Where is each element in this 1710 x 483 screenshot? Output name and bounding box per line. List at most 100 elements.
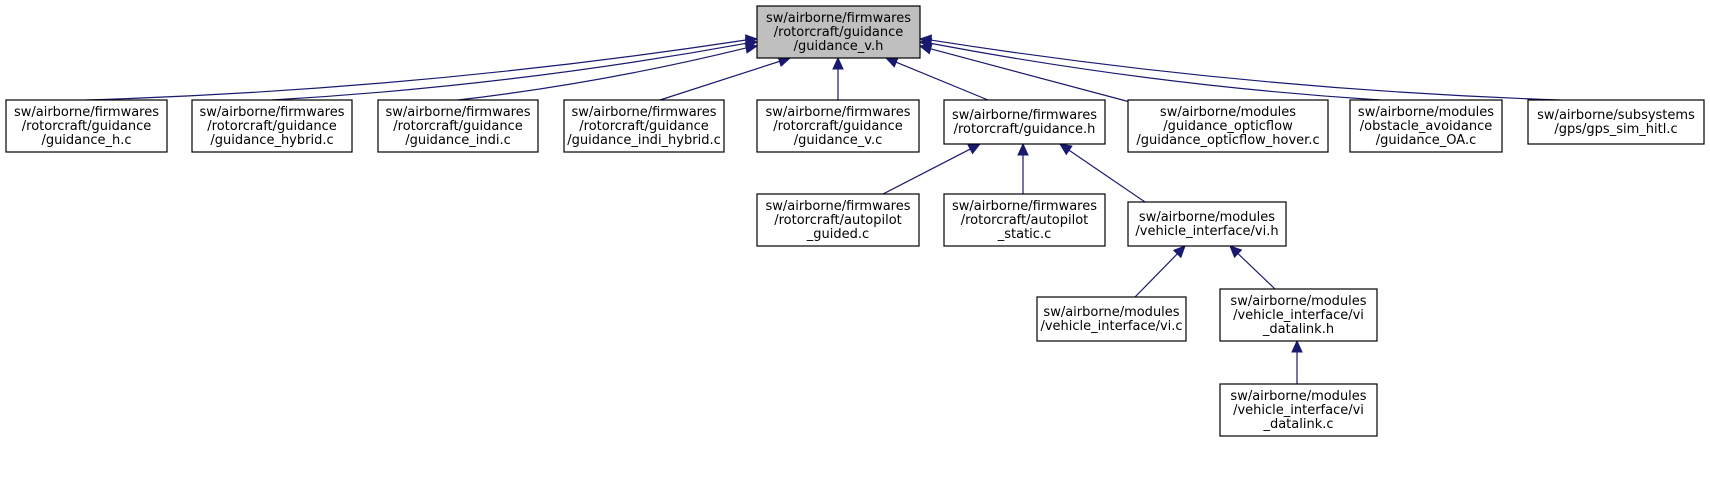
file-node-label-line: /guidance_v.h [794, 39, 884, 54]
file-node-n4[interactable]: sw/airborne/firmwares/rotorcraft/guidanc… [563, 99, 725, 153]
file-node-n11[interactable]: sw/airborne/firmwares/rotorcraft/autopil… [943, 193, 1106, 247]
file-node-label-line: sw/airborne/modules [1139, 210, 1275, 225]
file-node-label-line: sw/airborne/firmwares [952, 108, 1097, 123]
file-node-n13[interactable]: sw/airborne/modules/vehicle_interface/vi… [1036, 296, 1187, 342]
edge-n7-to-root [918, 43, 1131, 103]
edge-n9-to-root [918, 34, 1561, 101]
edge-n12-to-n6 [1059, 143, 1146, 203]
file-node-label-line: sw/airborne/modules [1230, 294, 1366, 309]
file-node-n15[interactable]: sw/airborne/modules/vehicle_interface/vi… [1219, 383, 1378, 437]
file-node-n14[interactable]: sw/airborne/modules/vehicle_interface/vi… [1219, 288, 1378, 342]
arrowhead [1172, 245, 1186, 259]
arrowhead [832, 56, 844, 70]
file-node-box [1349, 99, 1503, 153]
edge-n13-to-n12 [1134, 245, 1186, 298]
file-node-label-line: sw/airborne/firmwares [952, 199, 1097, 214]
file-node-label-line: /obstacle_avoidance [1360, 119, 1493, 134]
edge-line [930, 48, 1131, 103]
file-node-label-line: /vehicle_interface/vi [1233, 308, 1364, 323]
edge-line [930, 42, 1381, 101]
file-node-n10[interactable]: sw/airborne/firmwares/rotorcraft/autopil… [756, 193, 920, 247]
arrowhead [1059, 143, 1073, 156]
edge-line [271, 42, 747, 101]
file-node-label-line: /gps/gps_sim_hitl.c [1554, 122, 1677, 137]
file-node-label-line: /rotorcraft/guidance.h [954, 122, 1096, 137]
file-node-label-line: /vehicle_interface/vi.h [1135, 224, 1278, 239]
file-node-label-line: /rotorcraft/guidance [774, 25, 904, 40]
edge-n3-to-root [457, 42, 759, 101]
nodes-layer: sw/airborne/firmwares/rotorcraft/guidanc… [5, 5, 1705, 437]
file-node-label-line: /guidance_h.c [41, 133, 131, 148]
file-node-n3[interactable]: sw/airborne/firmwares/rotorcraft/guidanc… [377, 99, 539, 153]
file-node-box [1219, 383, 1378, 437]
file-node-label-line: sw/airborne/firmwares [766, 11, 911, 26]
file-node-label-line: /rotorcraft/guidance [207, 119, 337, 134]
file-node-box [756, 5, 921, 59]
file-node-label-line: _guided.c [806, 227, 869, 242]
file-node-box [1127, 99, 1329, 153]
edge-line [659, 60, 780, 101]
edge-line [85, 39, 747, 101]
file-node-n7[interactable]: sw/airborne/modules/guidance_opticflow/g… [1127, 99, 1329, 153]
file-node-box [756, 99, 920, 153]
file-node-label-line: sw/airborne/firmwares [14, 105, 159, 120]
file-node-n6[interactable]: sw/airborne/firmwares/rotorcraft/guidanc… [943, 99, 1106, 145]
file-node-label-line: sw/airborne/firmwares [765, 199, 910, 214]
file-node-label-line: /vehicle_interface/vi.c [1040, 319, 1182, 334]
edge-n6-to-root [884, 57, 989, 101]
edge-n15-to-n14 [1291, 339, 1303, 384]
file-node-n2[interactable]: sw/airborne/firmwares/rotorcraft/guidanc… [191, 99, 353, 153]
file-node-label-line: /guidance_hybrid.c [210, 133, 333, 148]
file-node-label-line: _datalink.c [1262, 417, 1333, 432]
edge-line [930, 39, 1561, 101]
arrowhead [967, 143, 982, 155]
file-node-box [1527, 99, 1705, 145]
file-node-n5[interactable]: sw/airborne/firmwares/rotorcraft/guidanc… [756, 99, 920, 153]
arrowhead [1229, 245, 1243, 259]
file-node-label-line: /rotorcraft/guidance [22, 119, 152, 134]
edge-line [895, 61, 989, 101]
file-node-box [191, 99, 353, 153]
file-node-n12[interactable]: sw/airborne/modules/vehicle_interface/vi… [1127, 201, 1287, 247]
file-node-label-line: /guidance_OA.c [1376, 133, 1477, 148]
file-node-label-line: /rotorcraft/autopilot [774, 213, 902, 228]
arrowhead [1291, 339, 1303, 353]
file-node-label-line: /guidance_v.c [794, 133, 883, 148]
file-node-root[interactable]: sw/airborne/firmwares/rotorcraft/guidanc… [756, 5, 921, 59]
edge-line [457, 47, 747, 101]
edge-n14-to-n12 [1229, 245, 1276, 290]
file-node-label-line: sw/airborne/firmwares [199, 105, 344, 120]
file-node-label-line: /guidance_indi.c [405, 133, 511, 148]
edge-line [1237, 253, 1276, 290]
file-node-box [563, 99, 725, 153]
file-node-box [943, 193, 1106, 247]
file-node-box [1127, 201, 1287, 247]
edge-n2-to-root [271, 37, 759, 101]
file-node-n1[interactable]: sw/airborne/firmwares/rotorcraft/guidanc… [5, 99, 168, 153]
file-node-box [377, 99, 539, 153]
edge-line [882, 148, 971, 195]
file-node-label-line: _static.c [997, 227, 1051, 242]
edge-n1-to-root [85, 34, 759, 101]
file-node-box [1219, 288, 1378, 342]
file-node-box [5, 99, 168, 153]
arrowhead [884, 57, 899, 68]
file-node-box [756, 193, 920, 247]
file-node-label-line: /guidance_opticflow [1163, 119, 1293, 134]
edge-n11-to-n6 [1017, 142, 1029, 194]
file-node-label-line: sw/airborne/firmwares [385, 105, 530, 120]
file-node-label-line: /guidance_indi_hybrid.c [567, 133, 720, 148]
file-node-label-line: sw/airborne/firmwares [765, 105, 910, 120]
file-node-n9[interactable]: sw/airborne/subsystems/gps/gps_sim_hitl.… [1527, 99, 1705, 145]
arrowhead [744, 42, 759, 54]
file-node-n8[interactable]: sw/airborne/modules/obstacle_avoidance/g… [1349, 99, 1503, 153]
file-node-label-line: /rotorcraft/guidance [579, 119, 709, 134]
file-node-label-line: sw/airborne/modules [1358, 105, 1494, 120]
edge-line [1068, 149, 1146, 203]
file-node-label-line: sw/airborne/modules [1160, 105, 1296, 120]
edge-n5-to-root [832, 56, 844, 100]
file-node-label-line: sw/airborne/modules [1230, 389, 1366, 404]
file-node-label-line: /guidance_opticflow_hover.c [1136, 133, 1319, 148]
file-node-label-line: _datalink.h [1262, 322, 1334, 337]
